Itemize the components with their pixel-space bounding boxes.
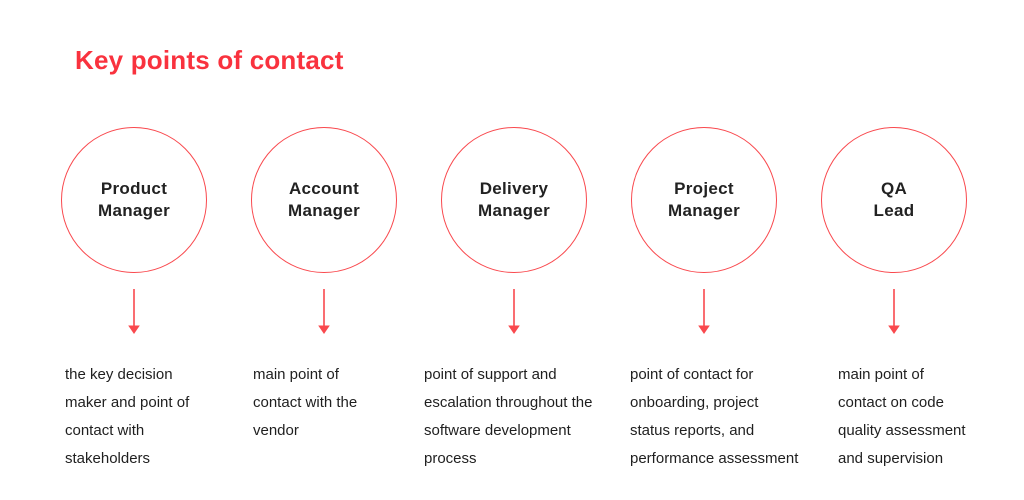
contact-column-product-manager: Product Manager the key decision maker a…: [39, 127, 229, 473]
down-arrow-icon: [698, 289, 710, 334]
down-arrow-icon: [318, 289, 330, 334]
role-circle: Product Manager: [61, 127, 207, 273]
role-label: Delivery Manager: [477, 178, 550, 220]
contact-column-qa-lead: QA Lead main point of contact on code qu…: [799, 127, 989, 473]
contact-column-delivery-manager: Delivery Manager point of support and es…: [419, 127, 609, 473]
role-description: point of contact for onboarding, project…: [630, 366, 799, 467]
role-description: main point of contact with the vendor: [253, 366, 358, 439]
contact-column-project-manager: Project Manager point of contact for onb…: [609, 127, 799, 473]
role-label: Product Manager: [97, 178, 170, 220]
role-description: main point of contact on code quality as…: [838, 366, 966, 467]
down-arrow-icon: [128, 289, 140, 334]
role-description: point of support and escalation througho…: [424, 366, 593, 467]
role-label: QA Lead: [873, 178, 915, 220]
role-circle: QA Lead: [821, 127, 967, 273]
down-arrow-icon: [888, 289, 900, 334]
role-circle: Account Manager: [251, 127, 397, 273]
role-label: Account Manager: [287, 178, 360, 220]
role-circle: Delivery Manager: [441, 127, 587, 273]
down-arrow-icon: [508, 289, 520, 334]
role-label: Project Manager: [667, 178, 740, 220]
role-circle: Project Manager: [631, 127, 777, 273]
contact-column-account-manager: Account Manager main point of contact wi…: [229, 127, 419, 445]
role-description: the key decision maker and point of cont…: [65, 366, 190, 467]
page-title: Key points of contact: [75, 45, 344, 75]
